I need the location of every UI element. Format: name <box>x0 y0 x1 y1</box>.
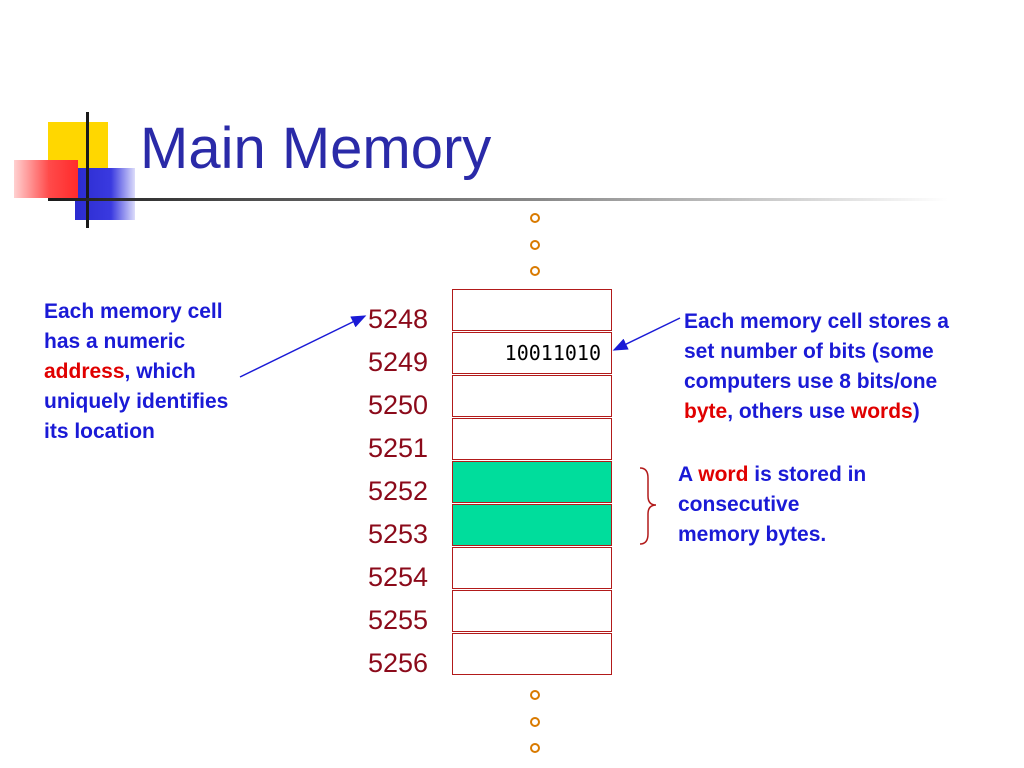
ellipsis-dot-top <box>530 266 540 276</box>
note-word-text: A <box>678 463 699 486</box>
slide-title: Main Memory <box>140 116 492 181</box>
memory-address: 5253 <box>368 519 429 549</box>
highlight-words: words <box>850 400 913 423</box>
memory-cell <box>452 504 612 546</box>
ellipsis-dot-bottom <box>530 743 540 753</box>
decor-red-bar <box>14 160 78 198</box>
highlight-word: word <box>698 463 749 486</box>
note-address-line: its location <box>44 420 155 443</box>
memory-cell <box>452 461 612 503</box>
note-word-text: is stored in <box>748 463 867 486</box>
note-word: A word is stored in consecutive memory b… <box>678 460 866 550</box>
decor-blue-square <box>75 168 135 220</box>
note-bits-line: byte, others use words) <box>684 397 949 427</box>
note-bits: Each memory cell stores a set number of … <box>684 307 949 427</box>
note-bits-text: , others use <box>727 400 851 423</box>
memory-address: 5252 <box>368 476 429 506</box>
memory-address: 5251 <box>368 433 429 463</box>
note-address-line: Each memory cell <box>44 300 223 323</box>
memory-address: 5250 <box>368 390 429 420</box>
note-address: Each memory cell has a numeric address, … <box>44 297 228 447</box>
memory-address: 5255 <box>368 605 429 635</box>
word-brace <box>639 467 657 545</box>
memory-cell <box>452 418 612 460</box>
note-bits-line: computers use 8 bits/one <box>684 370 938 393</box>
decor-vertical-line <box>86 112 89 228</box>
highlight-address: address <box>44 360 125 383</box>
memory-address: 5248 <box>368 304 429 334</box>
highlight-byte: byte <box>684 400 728 423</box>
memory-cell <box>452 289 612 331</box>
note-address-line: address, which <box>44 357 228 387</box>
note-word-line: memory bytes. <box>678 523 827 546</box>
memory-address: 5249 <box>368 347 429 377</box>
note-address-text: , which <box>124 360 196 383</box>
title-underline <box>48 198 948 201</box>
ellipsis-dot-bottom <box>530 717 540 727</box>
memory-cell <box>452 590 612 632</box>
memory-cell <box>452 547 612 589</box>
ellipsis-dot-bottom <box>530 690 540 700</box>
note-bits-text: ) <box>912 400 920 423</box>
memory-cell <box>452 375 612 417</box>
note-address-line: has a numeric <box>44 330 186 353</box>
ellipsis-dot-top <box>530 213 540 223</box>
arrow-to-address <box>239 315 367 378</box>
note-address-line: uniquely identifies <box>44 390 229 413</box>
arrow-to-cell <box>612 317 681 351</box>
memory-address: 5256 <box>368 648 429 678</box>
ellipsis-dot-top <box>530 240 540 250</box>
note-bits-line: Each memory cell stores a <box>684 310 949 333</box>
memory-cell <box>452 633 612 675</box>
memory-address: 5254 <box>368 562 429 592</box>
note-word-line: A word is stored in <box>678 460 866 490</box>
note-bits-line: set number of bits (some <box>684 340 934 363</box>
note-word-line: consecutive <box>678 493 800 516</box>
memory-cell: 10011010 <box>452 332 612 374</box>
